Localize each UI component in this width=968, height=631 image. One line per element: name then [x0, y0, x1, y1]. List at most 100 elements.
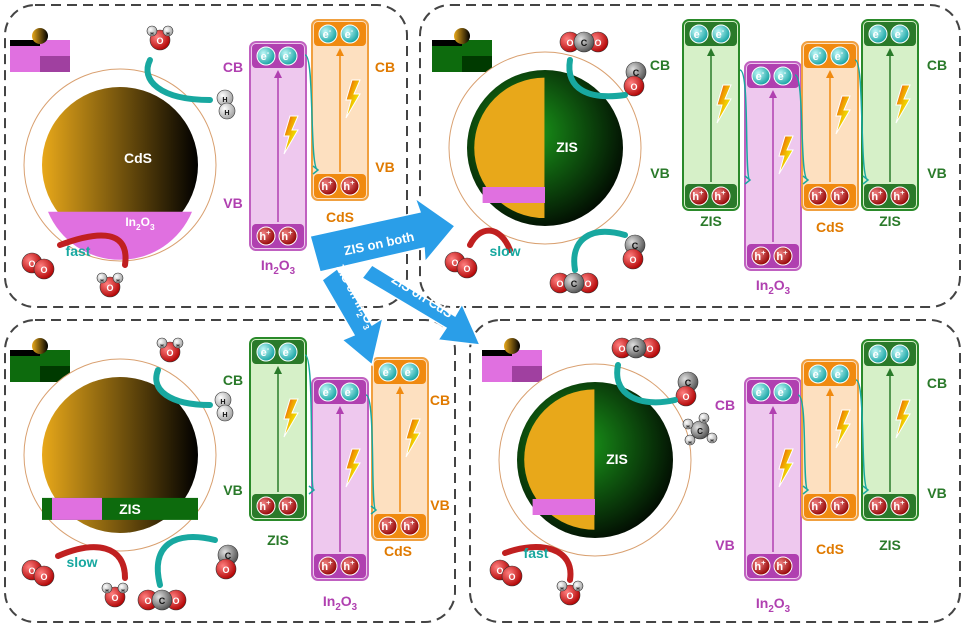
charge-transfer-arrowhead — [370, 505, 378, 515]
in2o3-label: In2O3 — [323, 593, 358, 613]
electron-icon: e- — [318, 24, 338, 44]
hole-label: h+ — [343, 178, 355, 193]
charge-transfer-arrow — [739, 69, 751, 181]
atom-label: O — [618, 344, 625, 354]
atom-label: O — [28, 259, 35, 269]
hole-label: h+ — [321, 558, 333, 573]
electron-label: e- — [345, 384, 354, 399]
zis-sphere-label: ZIS — [556, 139, 578, 155]
hole-ball — [868, 186, 888, 206]
electron-icon: e- — [868, 344, 888, 364]
vb-label-cds: VB — [430, 497, 449, 513]
material-swatch — [432, 28, 492, 72]
electron-icon: e- — [278, 46, 298, 66]
hole-icon: h+ — [318, 176, 338, 196]
co2-reduction-arrow — [571, 228, 628, 273]
atom-label: O — [172, 596, 179, 606]
hole-label: h+ — [871, 498, 883, 513]
arrow-zis-on-cds — [360, 264, 482, 346]
hole-label: h+ — [893, 498, 905, 513]
electron-label: e- — [895, 26, 904, 41]
material-swatch — [482, 338, 542, 382]
vb-label-cds: VB — [375, 159, 394, 175]
atom — [156, 337, 168, 349]
atom-label: O — [630, 82, 637, 92]
hole-ball — [751, 556, 771, 576]
atom-label: O — [222, 565, 229, 575]
atom — [172, 337, 184, 349]
electron-ball — [868, 24, 888, 44]
co2-reduction-arrow — [154, 534, 218, 588]
atom-label: O — [594, 38, 601, 48]
hole-icon: h+ — [868, 496, 888, 516]
cb-label-in2o3: CB — [715, 397, 735, 413]
excitation-arrowhead — [336, 48, 344, 56]
slow-label: slow — [489, 243, 520, 259]
lightning-icon — [283, 398, 299, 438]
swatch-sphere — [454, 28, 470, 44]
arrow-zis-on-in2o3 — [321, 266, 385, 367]
hole-ball — [689, 186, 709, 206]
hole-icon: h+ — [278, 226, 298, 246]
hole-label: h+ — [754, 248, 766, 263]
particle-illustration: ZIS — [448, 51, 642, 245]
excitation-arrowhead — [886, 368, 894, 376]
hole-label: h+ — [343, 558, 355, 573]
atom-label: O — [156, 36, 163, 46]
electron-label: e- — [283, 48, 292, 63]
electron-ball — [340, 382, 360, 402]
atom-label: H — [150, 31, 153, 36]
hole-icon: h+ — [340, 556, 360, 576]
fast-label: fast — [66, 243, 91, 259]
hole-label: h+ — [776, 558, 788, 573]
hole-icon: h+ — [890, 496, 910, 516]
excitation-arrowhead — [826, 70, 834, 78]
hole-label: h+ — [776, 248, 788, 263]
atom — [101, 582, 113, 594]
lightning-icon — [345, 79, 361, 119]
atom — [216, 404, 234, 422]
atom — [675, 385, 697, 407]
atom-label: H — [576, 586, 579, 591]
lightning-icon — [835, 409, 851, 449]
hole-ball — [751, 246, 771, 266]
electron-icon: e- — [278, 342, 298, 362]
electron-ball — [830, 364, 850, 384]
atom — [556, 580, 568, 592]
oxygen-molecule-icon: OO — [21, 559, 55, 587]
cds-sphere — [42, 377, 198, 533]
hole-icon: h+ — [830, 496, 850, 516]
electron-ball — [773, 382, 793, 402]
hole-ball — [340, 556, 360, 576]
electron-label: e- — [261, 344, 270, 359]
oxygen-molecule-icon: OO — [444, 251, 478, 279]
atom-label: H — [710, 438, 713, 443]
atom-label: H — [220, 397, 225, 406]
lightning-icon — [345, 448, 361, 488]
atom-label: H — [222, 95, 227, 104]
atom — [456, 257, 478, 279]
atom-label: H — [686, 424, 689, 429]
cb-label-zis-right: CB — [927, 57, 947, 73]
atom-label: O — [463, 264, 470, 274]
in2o3-band: e-e-h+h+ — [744, 377, 802, 581]
atom — [96, 272, 108, 284]
charge-transfer-arrowhead — [744, 175, 752, 185]
electron-label: e- — [756, 68, 765, 83]
atom — [623, 75, 645, 97]
hole-icon: h+ — [773, 246, 793, 266]
atom-label: C — [225, 551, 232, 561]
panel-bottom-right-frame — [469, 319, 961, 623]
hole-icon: h+ — [689, 186, 709, 206]
panel-top-left-frame — [4, 4, 408, 308]
lightning-icon — [835, 95, 851, 135]
electron-icon: e- — [256, 342, 276, 362]
electron-ball — [256, 46, 276, 66]
excitation-arrowhead — [769, 406, 777, 414]
hole-ball — [256, 496, 276, 516]
